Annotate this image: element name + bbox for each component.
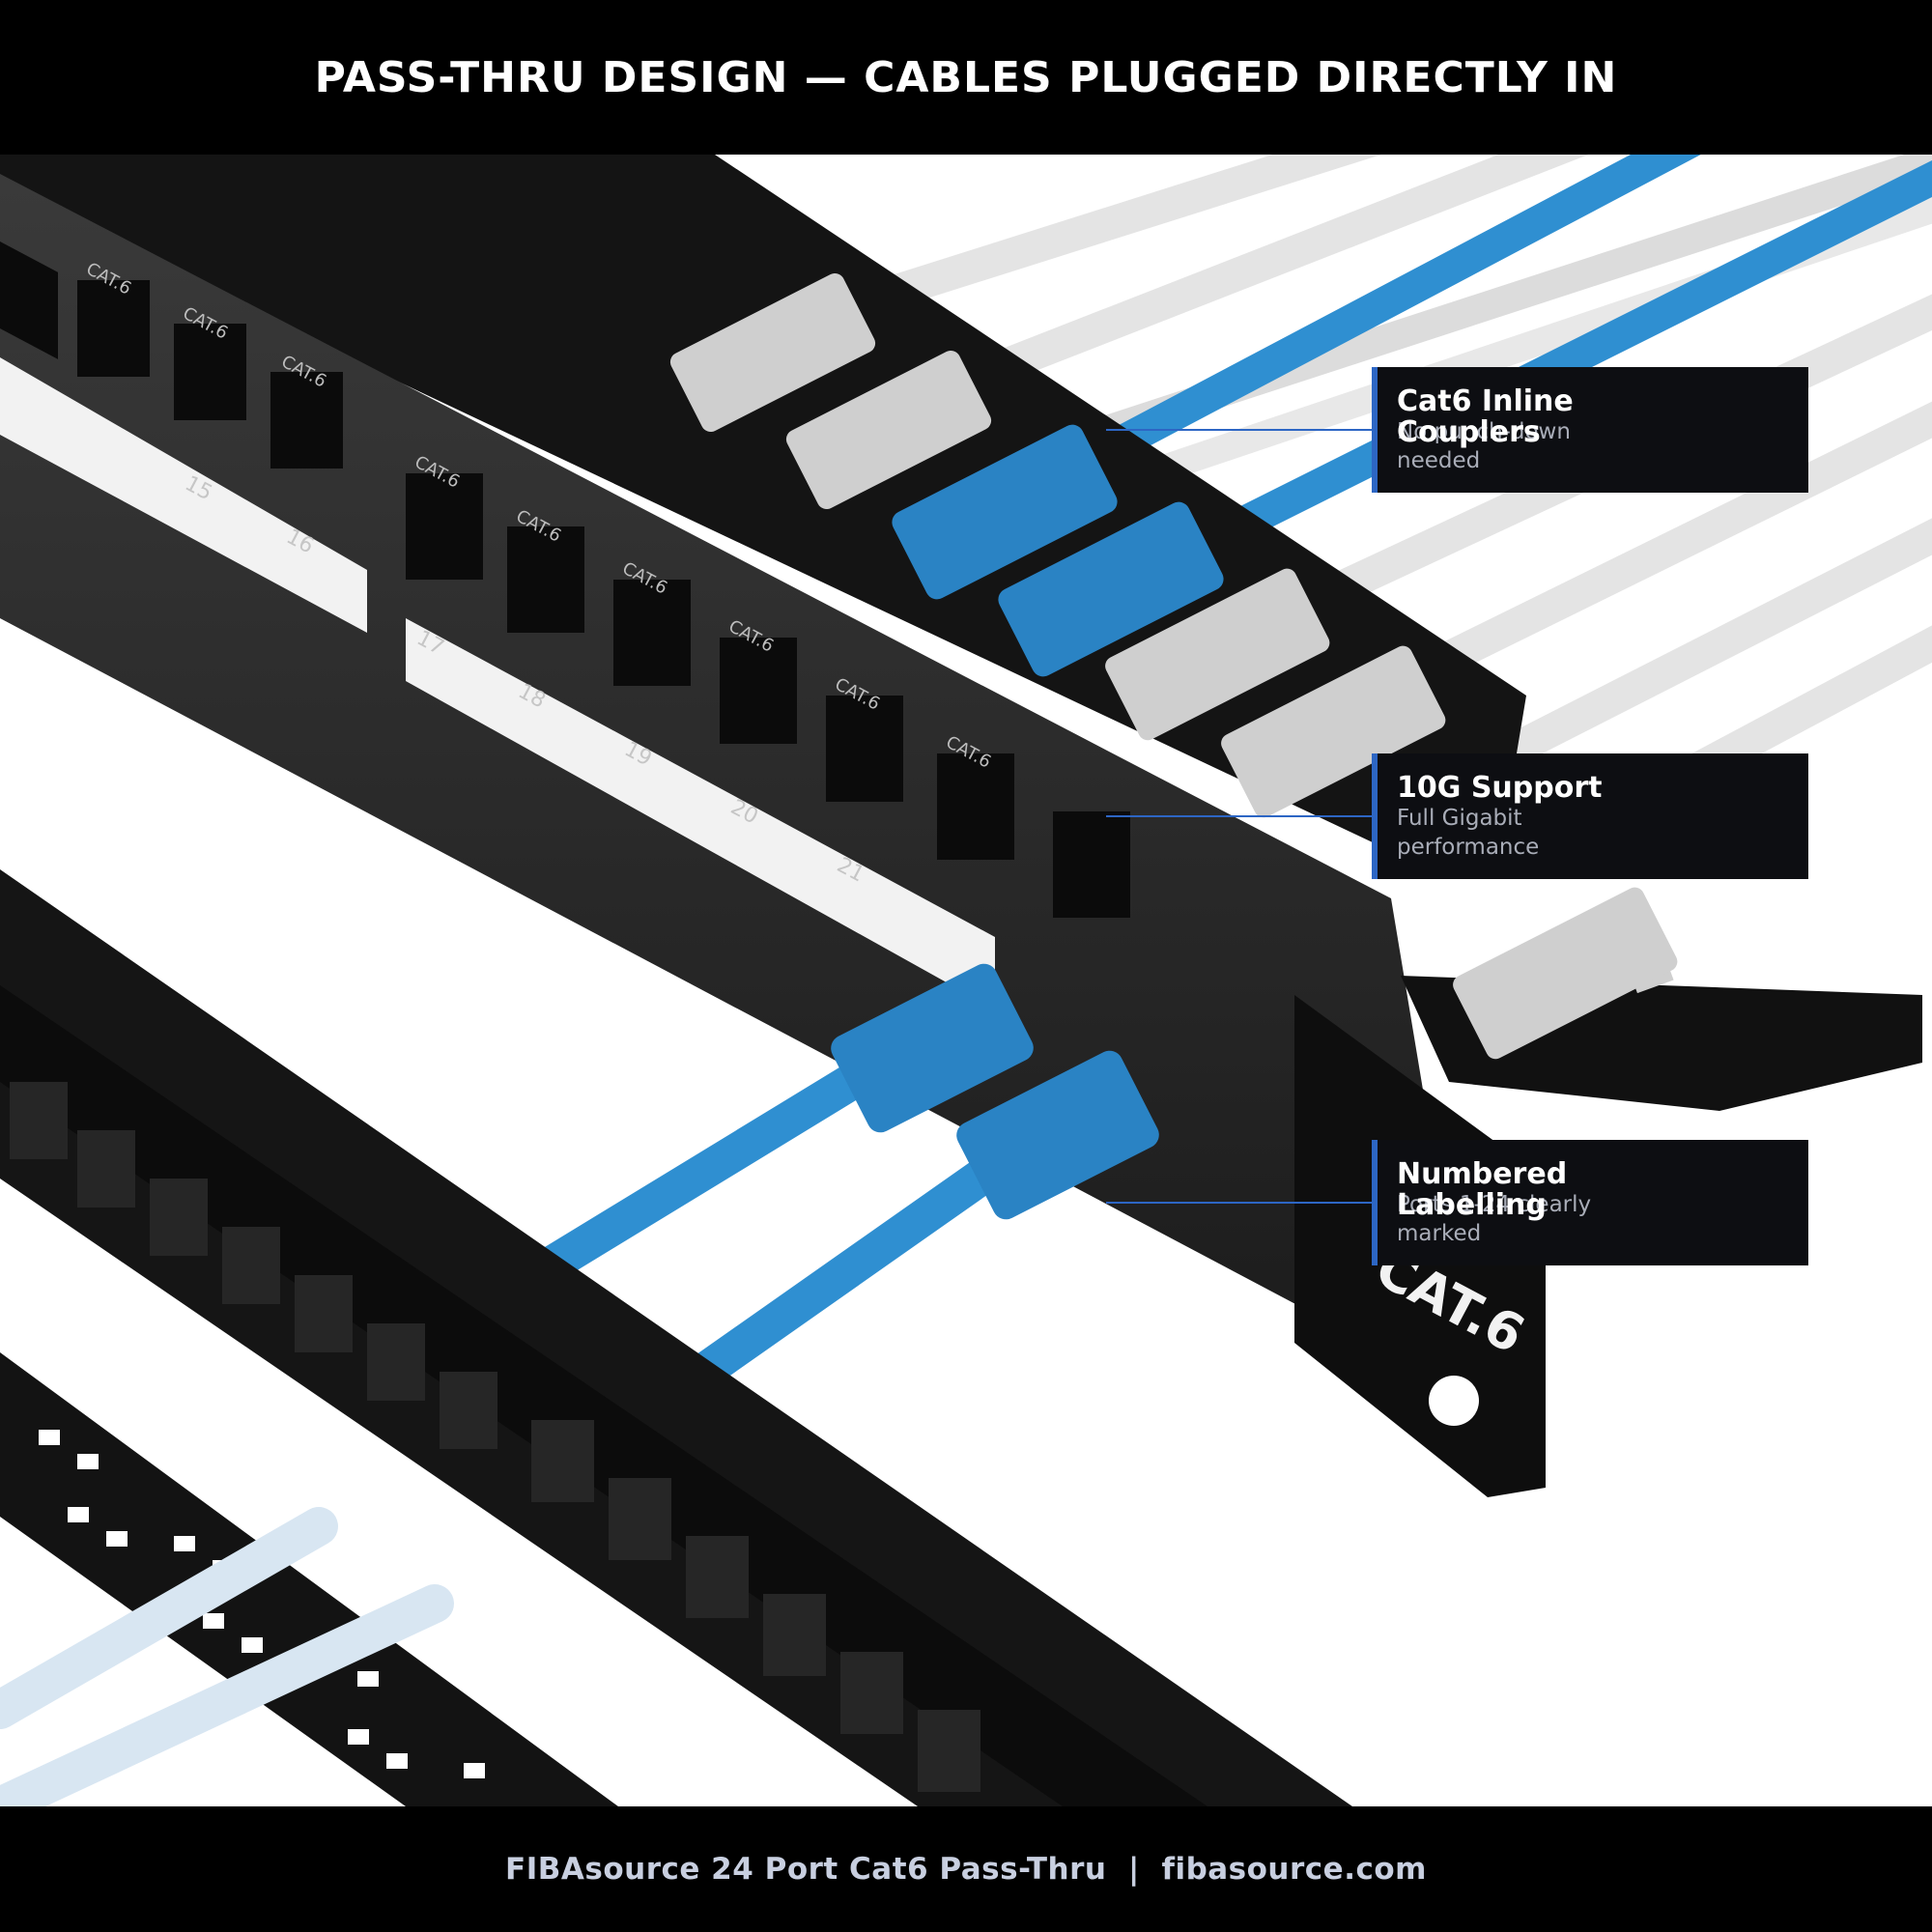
callout-leader-line [1106, 815, 1372, 817]
upper-panel-jacks [0, 242, 1130, 918]
callout-inline-couplers: Cat6 Inline Couplers No punch-down neede… [1372, 367, 1808, 493]
white-rj45-plugs [669, 272, 1678, 1060]
callout-numbered-labelling: Numbered Labelling Ports 1-24 clearly ma… [1372, 1140, 1808, 1265]
blue-rj45-plugs-upper [892, 424, 1224, 677]
callout-leader-line [1106, 429, 1372, 431]
callout-subtitle: No punch-down needed [1397, 419, 1571, 473]
page-title: PASS-THRU DESIGN — CABLES PLUGGED DIRECT… [314, 52, 1618, 102]
faded-cables [0, 1507, 454, 1806]
callout-title: Cat6 Inline Couplers [1397, 384, 1574, 449]
callout-title: Numbered Labelling [1397, 1157, 1568, 1222]
callout-10g-support: 10G Support Full Gigabit performance [1372, 753, 1808, 879]
blue-cable-pair-upper [1046, 155, 1932, 567]
lower-patch-panel [0, 869, 1352, 1806]
callout-leader-line [1106, 1202, 1372, 1204]
callout-subtitle: Ports 1-24 clearly marked [1397, 1192, 1592, 1246]
callout-title: 10G Support [1397, 771, 1603, 805]
blue-cable-pair-lower [484, 963, 1159, 1409]
footer-brand-text: FIBAsource 24 Port Cat6 Pass-Thru | fiba… [505, 1852, 1427, 1887]
lower-rack-rail [0, 1352, 618, 1806]
top-banner: PASS-THRU DESIGN — CABLES PLUGGED DIRECT… [0, 0, 1932, 155]
callout-subtitle: Full Gigabit performance [1397, 806, 1540, 860]
bottom-banner: FIBAsource 24 Port Cat6 Pass-Thru | fiba… [0, 1806, 1932, 1932]
